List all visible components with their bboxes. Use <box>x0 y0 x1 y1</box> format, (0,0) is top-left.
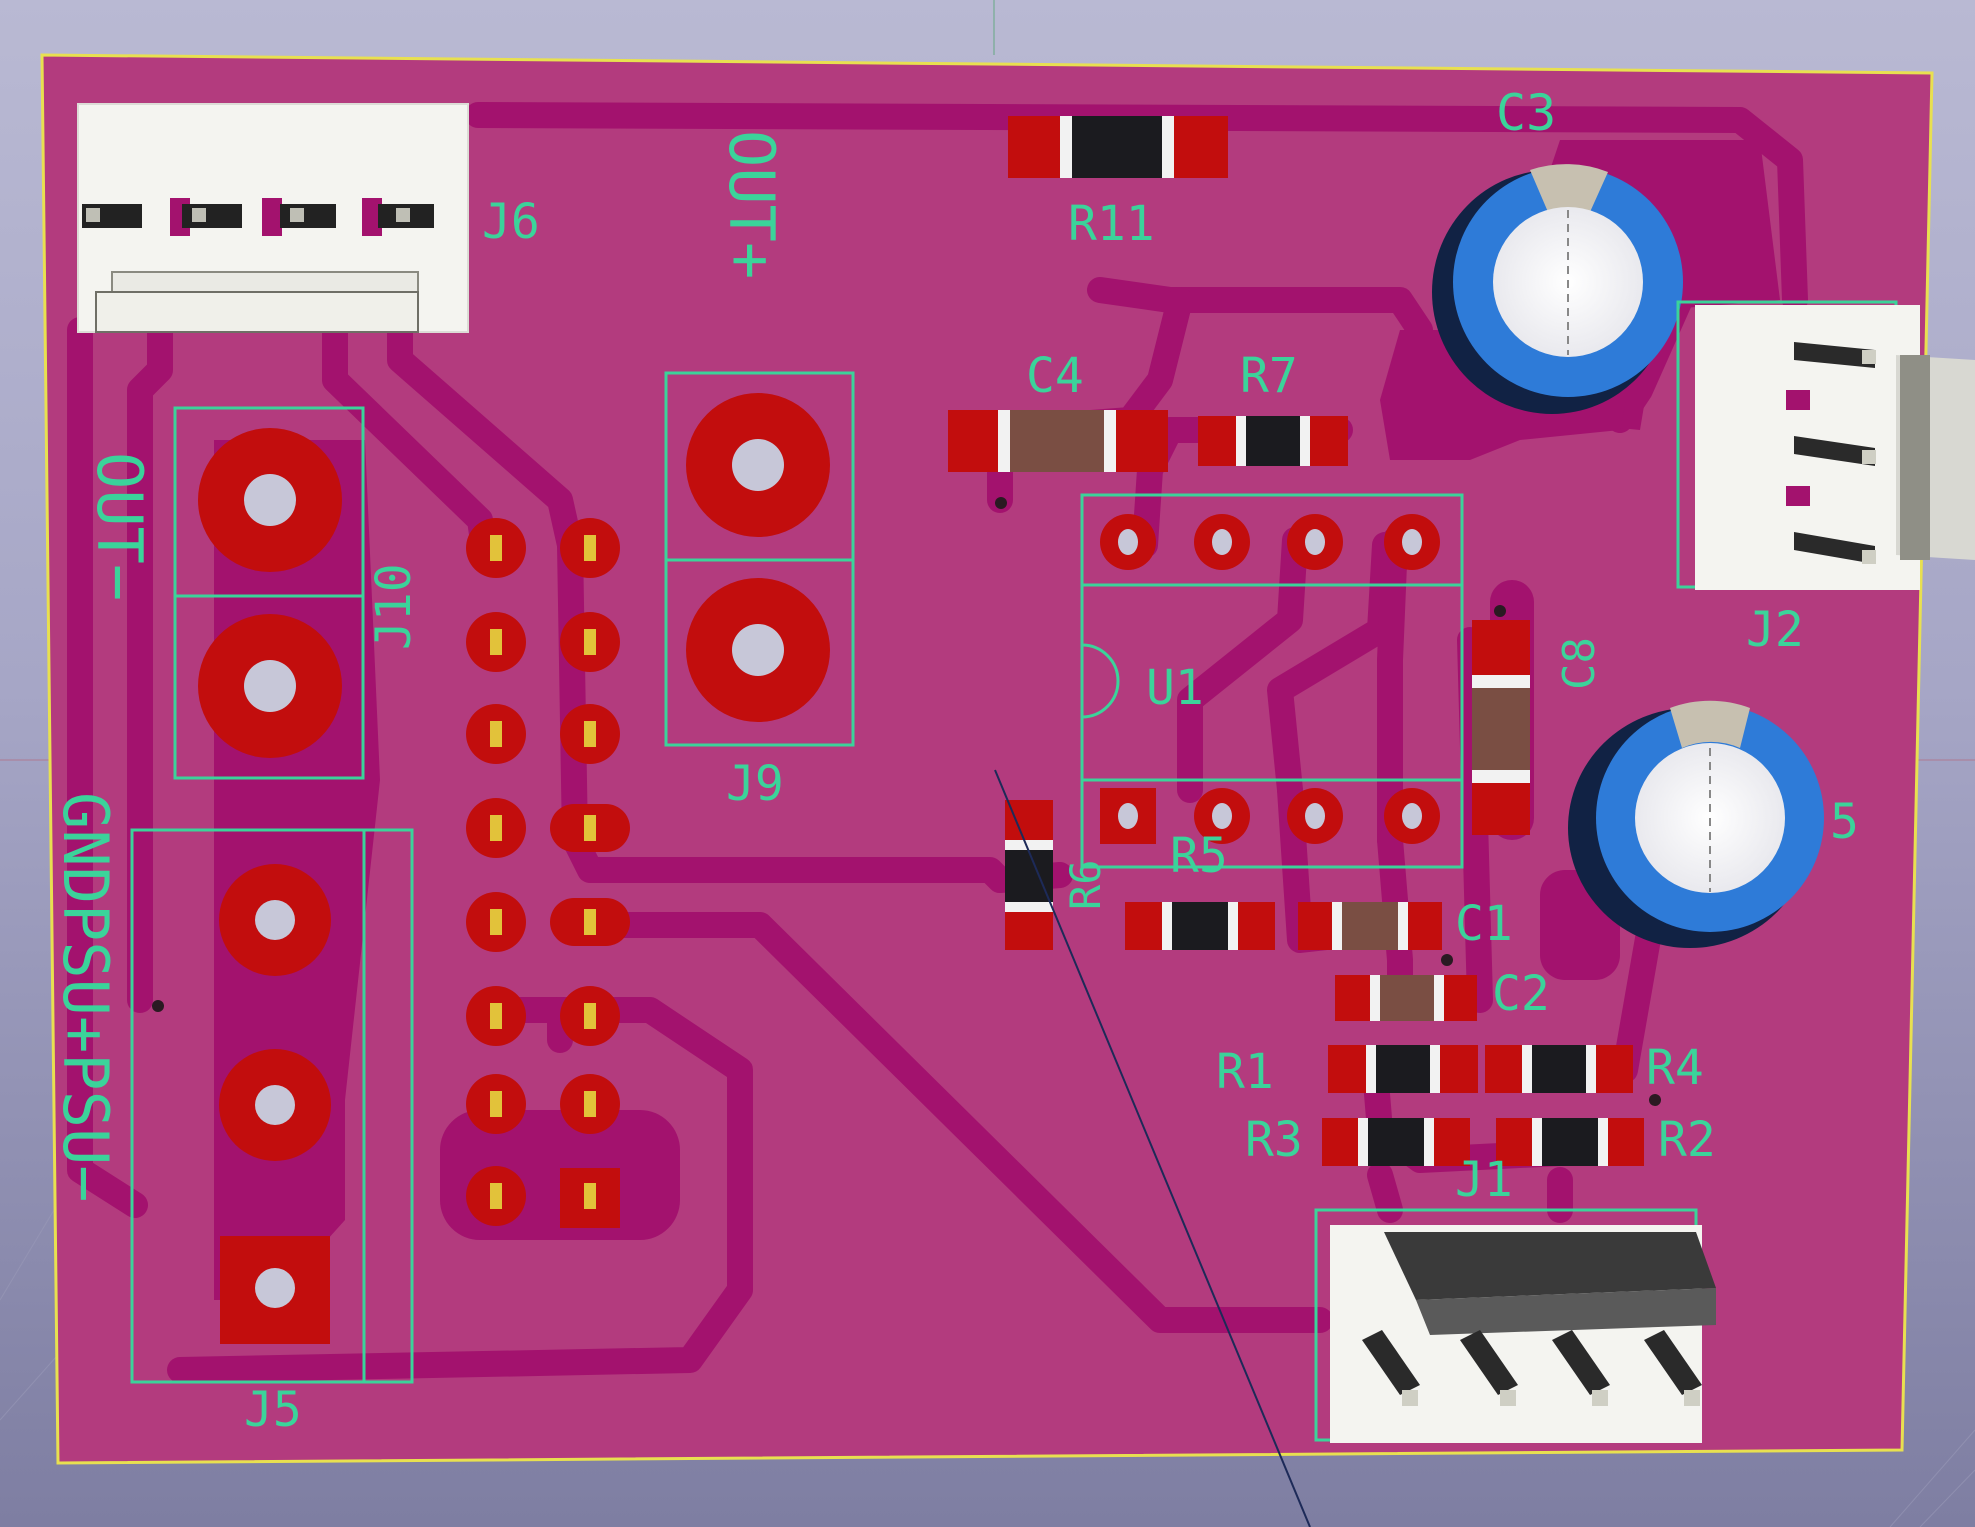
ratsnest-lines <box>994 769 1311 1527</box>
label-c8: C8 <box>1554 637 1605 690</box>
silkscreen-out-plus: OUT+ <box>715 130 788 279</box>
connector-j1[interactable] <box>1314 1208 1716 1443</box>
capacitor-c1[interactable] <box>1298 902 1442 950</box>
electrolytic-capacitor-c5[interactable] <box>1568 700 1824 948</box>
label-r1: R1 <box>1216 1044 1274 1100</box>
label-r4: R4 <box>1646 1040 1704 1096</box>
capacitor-c2[interactable] <box>1335 975 1477 1021</box>
silkscreen-out-minus: OUT− <box>83 452 156 601</box>
resistor-r4[interactable] <box>1485 1045 1633 1093</box>
ic-u1[interactable] <box>1080 493 1464 869</box>
label-c2: C2 <box>1492 966 1550 1022</box>
label-c3: C3 <box>1496 84 1556 142</box>
label-r11: R11 <box>1068 196 1155 252</box>
label-j5: J5 <box>244 1382 302 1438</box>
connector-j6[interactable] <box>77 103 469 333</box>
label-c1: C1 <box>1455 896 1513 952</box>
connector-j2[interactable] <box>1676 300 1975 590</box>
resistor-r7[interactable] <box>1198 416 1348 466</box>
label-j1: J1 <box>1455 1152 1513 1208</box>
resistor-r1[interactable] <box>1328 1045 1478 1093</box>
capacitor-c4[interactable] <box>948 410 1168 472</box>
resistor-r11[interactable] <box>1008 116 1228 178</box>
label-j6: J6 <box>482 194 540 250</box>
connector-j10[interactable] <box>173 406 365 780</box>
label-c4: C4 <box>1026 348 1084 404</box>
connector-j9[interactable] <box>664 371 855 747</box>
electrolytic-capacitor-c3[interactable] <box>1432 164 1683 414</box>
capacitor-c8[interactable] <box>1472 620 1530 835</box>
resistor-r5[interactable] <box>1125 902 1275 950</box>
label-r5: R5 <box>1170 828 1228 884</box>
label-j9: J9 <box>726 756 784 812</box>
label-j2: J2 <box>1746 602 1804 658</box>
label-r2: R2 <box>1658 1112 1716 1168</box>
resistor-r2[interactable] <box>1496 1118 1644 1166</box>
label-r7: R7 <box>1240 348 1298 404</box>
silkscreen-gnd-psu: GNDPSU+PSU− <box>49 792 122 1203</box>
resistor-r6[interactable] <box>1005 800 1053 950</box>
label-r3: R3 <box>1245 1112 1303 1168</box>
connector-j5[interactable] <box>130 828 414 1384</box>
label-u1: U1 <box>1146 660 1204 716</box>
vias <box>152 497 1661 1106</box>
label-j10: J10 <box>366 563 422 650</box>
label-c5: 5 <box>1830 794 1859 850</box>
label-r6: R6 <box>1061 859 1110 910</box>
resistor-r3[interactable] <box>1322 1118 1470 1166</box>
pin-header-2x8[interactable] <box>466 518 630 1228</box>
